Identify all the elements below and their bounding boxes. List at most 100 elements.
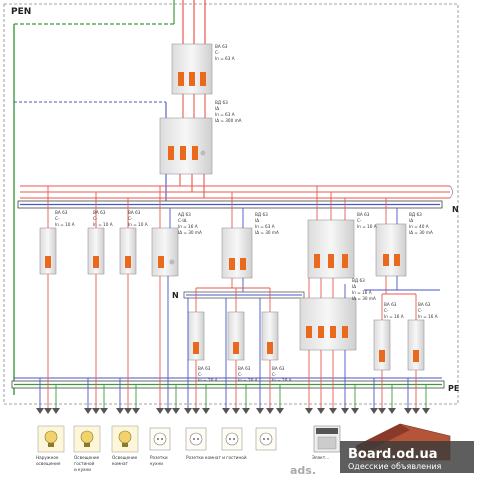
row2-1-line-1: ВА 63 [198,366,211,371]
main-breaker[interactable]: ВА 63 C- In = 63 A [171,43,235,95]
row2-1-line-2: C- [198,372,203,377]
outdoor-lamp-icon [37,425,65,453]
breaker-stove[interactable] [307,219,355,279]
row1-4-line-2: C-IΔ [178,218,187,223]
row1-1-line-1: ВА 63 [55,210,68,215]
pen-label: PEN [11,7,31,17]
row1-5-line-1: ВД 63 [255,212,268,217]
watermark-site: ads. [290,464,316,477]
row1-3-line-2: C- [128,216,133,221]
breaker-utility-1[interactable] [373,319,391,371]
load-3-line-2: комнат [112,461,129,466]
main-breaker-line-1: ВА 63 [215,44,228,49]
row2-labels: ВА 63 C- In = 20 A ВА 63 C- In = 20 A ВА… [198,278,438,383]
main-rcd[interactable]: ВД 63 IΔ In = 63 A IΔ = 300 mA [159,100,242,175]
row2-3-line-3: In = 20 A [272,378,292,383]
load-1-line-2: освещение [36,461,61,466]
sub-neutral-label: N [172,291,179,300]
row1-2-line-1: ВА 63 [93,210,106,215]
pe-bus-label: PE [448,384,459,393]
main-breaker-line-3: In = 63 A [215,56,235,61]
row1-1-line-3: In = 10 A [55,222,75,227]
row1-5-line-4: IΔ = 30 mA [255,230,279,235]
row1-5-line-3: In = 63 A [255,224,275,229]
breaker-sockets-2[interactable] [227,311,245,361]
distribution-bus [17,174,453,209]
row1-6-line-3: In = 16 A [357,224,377,229]
row2-2-line-2: C- [238,372,243,377]
neutral-bus-label: N [452,205,459,214]
row1-3-line-3: In = 10 A [128,222,148,227]
row2-devices [187,297,425,371]
load-2-line-2: гостиной [74,461,95,466]
breaker-lighting-rooms[interactable] [119,227,137,275]
load-5-line-1: Розетки комнат и гостиной [186,455,247,460]
stove-icon [313,425,341,453]
load-1-line-1: Наружное [36,455,59,460]
watermark: Board.od.ua Одесские объявления ads. [290,441,474,477]
row2-feed-wires [195,276,440,320]
breaker-utility-2[interactable] [407,319,425,371]
rcd-rooms-group[interactable] [221,227,253,279]
row1-6-line-1: ВА 63 [357,212,370,217]
load-3-line-1: Освещение [112,455,138,460]
row2-4-line-1: ВД 63 [352,278,365,283]
watermark-tagline: Одесские объявления [348,462,442,471]
row2-4-line-3: In = 16 A [352,290,372,295]
row2-3-line-2: C- [272,372,277,377]
row2-4-line-2: IΔ [352,284,356,289]
breaker-sockets-3[interactable] [261,311,279,361]
incoming-feed [13,0,206,395]
row2-5-line-1: ВА 63 [384,302,397,307]
row1-7-line-3: In = 40 A [409,224,429,229]
main-rcd-line-4: IΔ = 300 mA [215,118,242,123]
enclosure-border [3,3,459,405]
row1-2-line-2: C- [93,216,98,221]
row2-3-line-1: ВА 63 [272,366,285,371]
row1-feed-wires [47,186,398,228]
row2-6-line-2: C- [418,308,423,313]
load-4-line-2: кухни [150,461,163,466]
row2-6-line-1: ВА 63 [418,302,431,307]
row2-5-line-3: In = 16 A [384,314,404,319]
row1-3-line-1: ВА 63 [128,210,141,215]
main-breaker-line-2: C- [215,50,220,55]
load-2-line-3: и кухни [74,467,91,472]
row2-1-line-3: In = 20 A [198,378,218,383]
arrow-heads [36,408,430,414]
breaker-lighting-living[interactable] [87,227,105,275]
load-8-line-1: Элект... [312,455,329,460]
row2-4-line-4: IΔ = 30 mA [352,296,376,301]
row1-4-line-4: IΔ = 30 mA [178,230,202,235]
row1-5-line-2: IΔ [255,218,259,223]
row1-6-line-2: C- [357,218,362,223]
main-rcd-line-2: IΔ [215,106,219,111]
row1-4-line-1: АД 63 [178,212,191,217]
row2-2-line-1: ВА 63 [238,366,251,371]
load-4-line-1: Розетки [150,455,168,460]
row1-7-line-4: IΔ = 30 mA [409,230,433,235]
breaker-sockets-1[interactable] [187,311,205,361]
lamp-icon [111,425,139,453]
lamp-icon [73,425,101,453]
row1-4-line-3: In = 16 A [178,224,198,229]
row1-7-line-2: IΔ [409,218,413,223]
row2-2-line-3: In = 20 A [238,378,258,383]
main-rcd-line-1: ВД 63 [215,100,228,105]
outgoing-wires [39,274,427,408]
row2-5-line-2: C- [384,308,389,313]
rcd-utility-room[interactable] [375,223,407,277]
row2-6-line-3: In = 16 A [418,314,438,319]
row1-1-line-2: C- [55,216,60,221]
watermark-brand: Board.od.ua [348,447,437,462]
row1-devices [39,219,407,279]
breaker-outdoor-lighting[interactable] [39,227,57,275]
socket-icon [255,427,277,451]
row1-2-line-3: In = 10 A [93,222,113,227]
main-rcd-line-3: In = 63 A [215,112,235,117]
rcbo-kitchen-sockets[interactable] [151,227,179,277]
row1-7-line-1: ВД 63 [409,212,422,217]
rcd-stove-4pole[interactable] [299,297,357,351]
row1-labels: ВА 63 C- In = 10 A ВА 63 C- In = 10 A ВА… [55,210,433,235]
